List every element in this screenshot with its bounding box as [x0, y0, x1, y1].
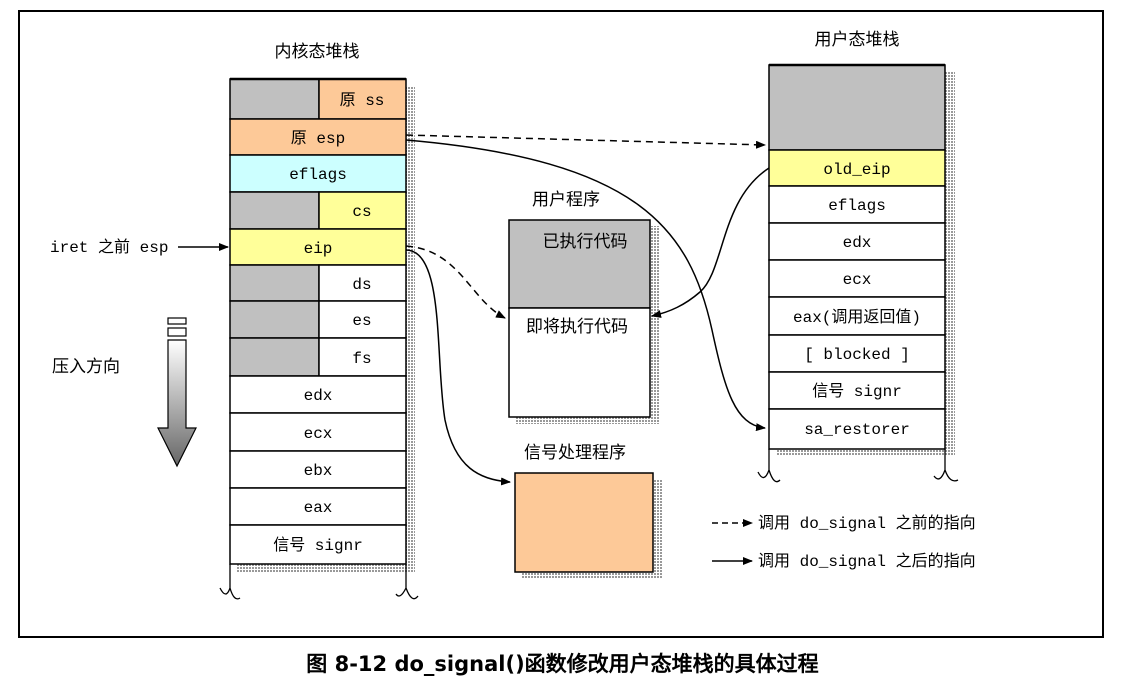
kernel-ss-cell: [318, 78, 407, 120]
kernel-cell-label: edx: [304, 387, 333, 405]
kernel-eflags-cell: [229, 154, 407, 193]
user-cell-label: old_eip: [823, 161, 890, 179]
user-program-executed-label: 已执行代码: [543, 232, 628, 252]
kernel-signr-cell: [229, 524, 407, 565]
kernel-ecx-cell: [229, 412, 407, 452]
user-program-pending-block: [508, 307, 651, 418]
kernel-ds-gray: [229, 264, 320, 302]
kernel-stack: [229, 78, 407, 565]
user-stack-labels: old_eip eflags edx ecx eax(调用返回值) [ bloc…: [793, 161, 921, 439]
kernel-cell-label: ebx: [304, 462, 333, 480]
kernel-cell-label: ds: [352, 276, 371, 294]
kernel-stack-title: 内核态堆栈: [275, 42, 360, 62]
diagram-frame: [18, 10, 1104, 638]
kernel-stack-labels: 原 ss 原 esp eflags cs eip ds es fs edx ec…: [273, 92, 384, 555]
kernel-cell-label: eflags: [289, 166, 347, 184]
kernel-cell-label: es: [352, 312, 371, 330]
kernel-cell-label: ecx: [304, 425, 333, 443]
kernel-ss-gray: [229, 78, 320, 120]
user-blocked-cell: [768, 334, 946, 373]
kernel-cell-label: cs: [352, 203, 371, 221]
user-program-pending-label: 即将执行代码: [526, 317, 628, 337]
push-direction-icon: [157, 317, 197, 468]
user-cell-label: 信号 signr: [812, 382, 902, 401]
user-cell-label: eflags: [828, 197, 886, 215]
user-eax-cell: [768, 296, 946, 336]
arrow-eip-before: [405, 245, 506, 319]
iret-esp-label: iret 之前 esp: [50, 238, 168, 257]
user-stack: [768, 64, 946, 450]
kernel-fs-gray: [229, 337, 320, 377]
kernel-es-cell: [318, 300, 407, 339]
arrow-esp-before: [405, 134, 766, 149]
kernel-cell-label: 信号 signr: [273, 536, 363, 555]
legend-before-label: 调用 do_signal 之前的指向: [758, 514, 976, 533]
user-program-executed-block: [508, 219, 651, 309]
kernel-cell-label: eax: [304, 499, 333, 517]
user-stack-left-tail: [757, 449, 781, 483]
kernel-edx-cell: [229, 375, 407, 414]
user-stack-gray-block: [768, 64, 946, 151]
push-direction-label: 压入方向: [52, 357, 120, 377]
figure-caption: 图 8-12 do_signal()函数修改用户态堆栈的具体过程: [306, 652, 819, 676]
kernel-eip-cell: [229, 228, 407, 266]
arrow-old-eip: [651, 167, 770, 318]
user-cell-label: edx: [843, 234, 872, 252]
signal-handler-block: [514, 472, 654, 573]
kernel-es-gray: [229, 300, 320, 339]
kernel-cell-label: 原 ss: [340, 92, 385, 110]
user-cell-label: sa_restorer: [804, 421, 910, 439]
kernel-cell-label: eip: [304, 240, 333, 258]
signal-handler-title: 信号处理程序: [524, 443, 626, 463]
legend-after-label: 调用 do_signal 之后的指向: [758, 552, 976, 571]
user-eflags-cell: [768, 185, 946, 224]
kernel-cell-label: fs: [352, 350, 371, 368]
kernel-stack-left-tail: [219, 564, 241, 600]
kernel-ebx-cell: [229, 450, 407, 489]
arrow-eip-after: [405, 249, 511, 486]
user-program-title: 用户程序: [532, 190, 600, 210]
kernel-cs-gray: [229, 191, 320, 230]
arrow-esp-after: [405, 139, 766, 432]
kernel-stack-right-tail: [395, 564, 419, 600]
user-stack-right-tail: [933, 449, 959, 482]
kernel-cell-label: 原 esp: [291, 130, 345, 148]
user-cell-label: eax(调用返回值): [793, 308, 921, 327]
user-cell-label: ecx: [843, 271, 872, 289]
user-ecx-cell: [768, 259, 946, 298]
user-stack-title: 用户态堆栈: [815, 30, 900, 50]
user-cell-label: [ blocked ]: [804, 346, 910, 364]
user-restorer-cell: [768, 408, 946, 450]
